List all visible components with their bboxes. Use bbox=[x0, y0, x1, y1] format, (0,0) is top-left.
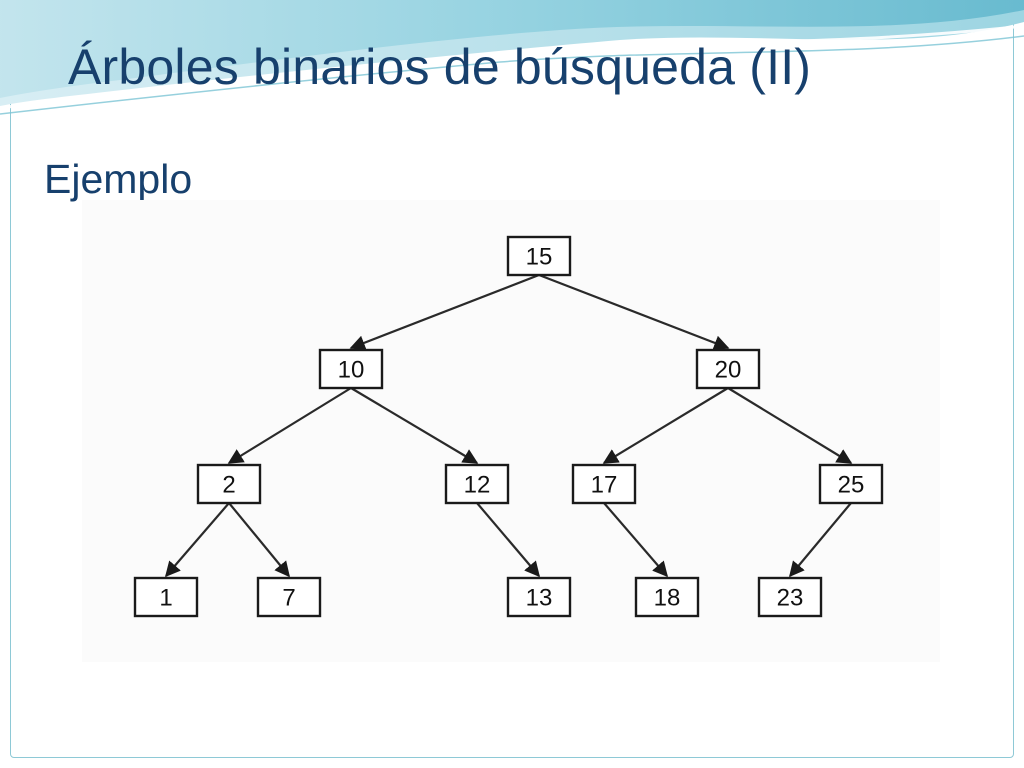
node-box bbox=[318, 348, 384, 390]
tree-node-12: 12 bbox=[444, 463, 510, 505]
node-box bbox=[757, 576, 823, 618]
tree-node-10: 10 bbox=[318, 348, 384, 390]
tree-node-15: 15 bbox=[506, 235, 572, 277]
header-wave-decoration bbox=[0, 0, 1024, 115]
tree-node-7: 7 bbox=[256, 576, 322, 618]
node-label: 20 bbox=[715, 357, 742, 384]
node-label: 7 bbox=[282, 585, 295, 612]
edge-20-to-17 bbox=[602, 387, 729, 464]
tree-node-18: 18 bbox=[634, 576, 700, 618]
tree-node-25: 25 bbox=[818, 463, 884, 505]
edge-17-to-18 bbox=[603, 502, 669, 578]
tree-node-17: 17 bbox=[571, 463, 637, 505]
node-box bbox=[196, 463, 262, 505]
edge-25-to-23 bbox=[789, 502, 852, 578]
edge-20-to-25 bbox=[727, 387, 853, 464]
tree-node-2: 2 bbox=[196, 463, 262, 505]
node-label: 2 bbox=[222, 472, 235, 499]
node-box bbox=[506, 576, 572, 618]
node-box bbox=[506, 235, 572, 277]
node-label: 17 bbox=[591, 472, 618, 499]
edge-2-to-7 bbox=[228, 502, 290, 578]
node-box bbox=[818, 463, 884, 505]
slide-title: Árboles binarios de búsqueda (II) bbox=[68, 39, 812, 95]
node-label: 23 bbox=[777, 585, 804, 612]
node-label: 1 bbox=[159, 585, 172, 612]
node-box bbox=[133, 576, 199, 618]
edge-15-to-10 bbox=[349, 273, 540, 351]
node-box bbox=[634, 576, 700, 618]
node-box bbox=[571, 463, 637, 505]
edges-layer bbox=[164, 273, 853, 578]
edge-10-to-12 bbox=[350, 387, 479, 464]
tree-node-20: 20 bbox=[695, 348, 761, 390]
edge-15-to-20 bbox=[538, 273, 730, 351]
slide-subtitle: Ejemplo bbox=[44, 156, 193, 202]
node-label: 12 bbox=[464, 472, 491, 499]
node-label: 10 bbox=[338, 357, 365, 384]
node-label: 15 bbox=[526, 244, 553, 271]
node-label: 25 bbox=[838, 472, 865, 499]
edge-2-to-1 bbox=[164, 502, 230, 578]
tree-node-13: 13 bbox=[506, 576, 572, 618]
node-box bbox=[695, 348, 761, 390]
edge-10-to-2 bbox=[227, 387, 352, 464]
node-label: 13 bbox=[526, 585, 553, 612]
tree-node-1: 1 bbox=[133, 576, 199, 618]
tree-node-23: 23 bbox=[757, 576, 823, 618]
edge-12-to-13 bbox=[476, 502, 540, 578]
node-box bbox=[444, 463, 510, 505]
node-label: 18 bbox=[654, 585, 681, 612]
node-box bbox=[256, 576, 322, 618]
